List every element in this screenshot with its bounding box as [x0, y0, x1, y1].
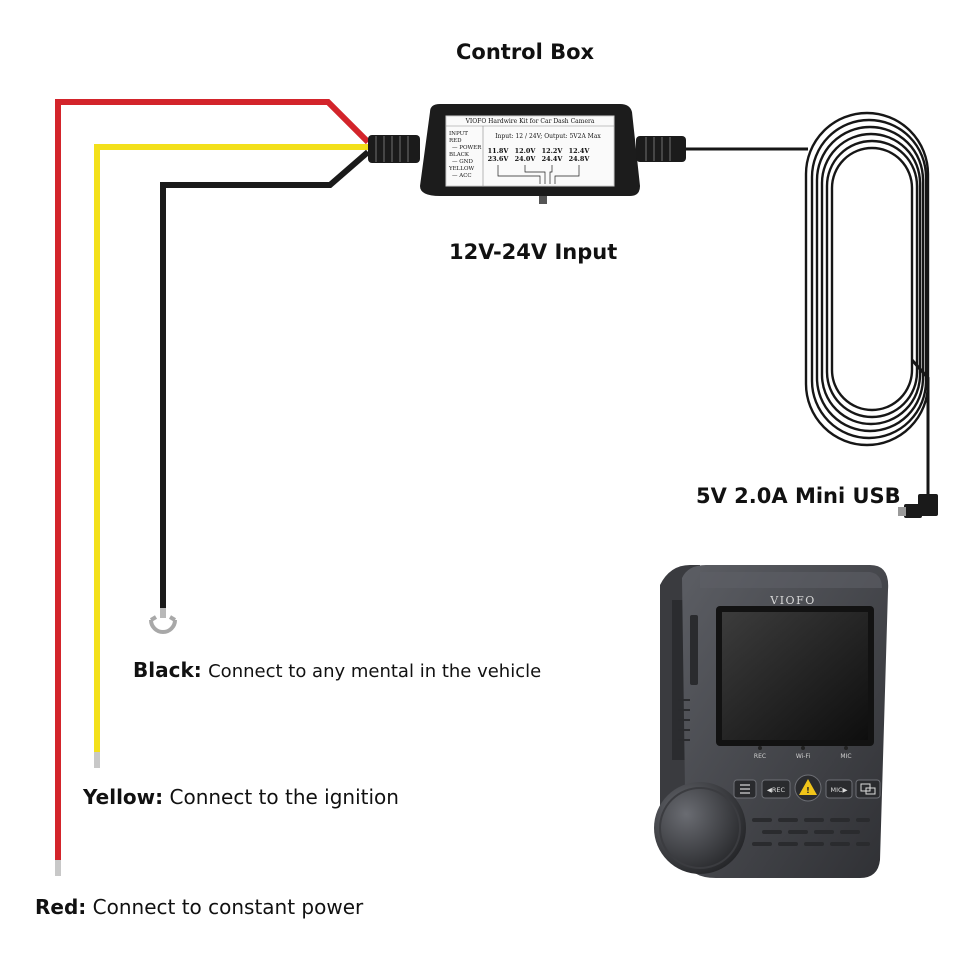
mini-usb-connector-icon [898, 494, 938, 518]
camera-buttons: ◀REC ! MIC▶ [733, 774, 881, 802]
black-wire-name: Black: [133, 658, 202, 682]
led-wifi-label: Wi-Fi [796, 753, 811, 760]
output-cable-coil [686, 111, 930, 498]
box-yellow: YELLOW [448, 166, 474, 172]
mic-button-label: MIC▶ [830, 786, 847, 794]
led-mic-label: MIC [840, 753, 851, 760]
speaker-vents [752, 818, 870, 846]
yellow-wire-note: Yellow: Connect to the ignition [83, 785, 399, 809]
red-wire-desc: Connect to constant power [92, 895, 364, 919]
box-v3a: 12.2V [542, 147, 564, 155]
box-v1a: 11.8V [488, 147, 510, 155]
led-rec-label: REC [754, 753, 766, 760]
emergency-warning-icon [799, 779, 817, 795]
box-v3b: 24.4V [542, 155, 564, 163]
box-v2a: 12.0V [515, 147, 537, 155]
output-strain-relief [636, 136, 686, 162]
box-v4b: 24.8V [569, 155, 591, 163]
yellow-wire-name: Yellow: [83, 785, 164, 809]
box-v1b: 23.6V [488, 155, 510, 163]
dip-switch-icon [539, 196, 547, 204]
mini-usb-label: 5V 2.0A Mini USB [696, 484, 901, 508]
yellow-wire [94, 144, 368, 768]
camera-brand: VIOFO [769, 594, 815, 607]
dip-switch-lines [497, 165, 580, 184]
box-v4a: 12.4V [569, 147, 591, 155]
black-wire-desc: Connect to any mental in the vehicle [208, 661, 542, 682]
box-acc: — ACC [452, 173, 472, 179]
box-input-header: INPUT [449, 131, 468, 137]
ring-terminal-icon [149, 608, 177, 634]
yellow-wire-desc: Connect to the ignition [169, 785, 399, 809]
box-gnd: — GND [452, 159, 473, 165]
box-power: — POWER [452, 145, 482, 151]
led-indicators: REC Wi-Fi MIC [754, 746, 852, 760]
input-voltage-label: 12V-24V Input [449, 240, 618, 264]
dash-camera: VIOFO REC Wi-Fi MIC ◀REC ! MIC [654, 565, 889, 878]
camera-lens [654, 782, 746, 874]
rec-button-label: ◀REC [767, 786, 786, 794]
screen-switch-icon [860, 783, 876, 795]
camera-screen [722, 612, 868, 740]
box-red: RED [449, 138, 462, 144]
red-wire-note: Red: Connect to constant power [35, 895, 363, 919]
box-title: VIOFO Hardwire Kit for Car Dash Camera [465, 118, 595, 125]
svg-text:!: ! [806, 786, 810, 795]
box-spec: Input: 12 / 24V; Output: 5V2A Max [495, 133, 601, 140]
black-wire [149, 149, 370, 634]
box-black: BLACK [449, 152, 470, 158]
menu-icon [740, 784, 750, 794]
box-v2b: 24.0V [515, 155, 537, 163]
red-wire [55, 99, 371, 876]
black-wire-note: Black: Connect to any mental in the vehi… [133, 658, 541, 682]
control-box-label: Control Box [456, 40, 595, 64]
red-wire-name: Red: [35, 895, 87, 919]
input-strain-relief [368, 135, 420, 163]
control-box: VIOFO Hardwire Kit for Car Dash Camera I… [368, 104, 686, 204]
